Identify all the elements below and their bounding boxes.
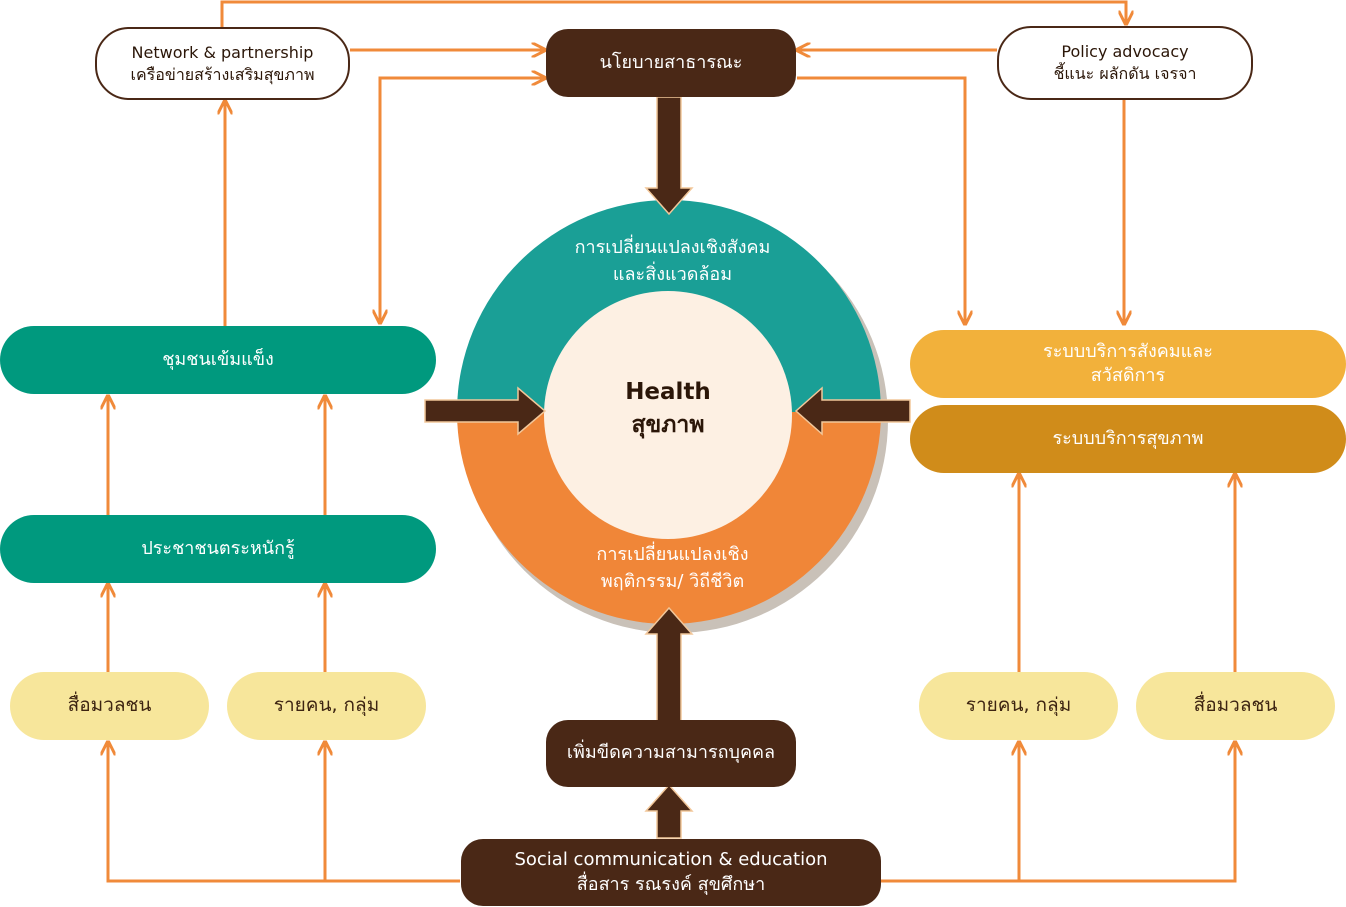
comm-en-label: Social communication & education <box>514 849 828 871</box>
social-change-line1: การเปลี่ยนแปลงเชิงสังคม <box>574 237 771 258</box>
public-policy-label: นโยบายสาธารณะ <box>599 51 743 73</box>
health-ring <box>457 200 888 633</box>
social-welfare-line2: สวัสดิการ <box>1090 365 1166 386</box>
connector-network-to-advocacy <box>220 0 1126 28</box>
connector-policy-welfare <box>797 76 965 324</box>
health-service-label: ระบบบริการสุขภาพ <box>1052 427 1204 449</box>
arrow-capacity-up <box>644 606 694 723</box>
connector-policy-community <box>380 78 545 323</box>
left-individual-group-box: รายคน, กลุ่ม <box>227 672 426 740</box>
health-title: Health สุขภาพ <box>568 376 768 443</box>
orange-connectors <box>108 0 1235 883</box>
arrow-left-in <box>424 386 547 436</box>
right-mass-media-label: สื่อมวลชน <box>1193 694 1278 717</box>
strong-community-label: ชุมชนเข้มแข็ง <box>162 348 274 370</box>
right-individual-group-box: รายคน, กลุ่ม <box>919 672 1118 740</box>
capacity-box: เพิ่มขีดความสามารถบุคคล <box>546 720 796 787</box>
behavior-change-label: การเปลี่ยนแปลงเชิง พฤติกรรม/ วิถีชีวิต <box>560 541 785 595</box>
brown-arrows <box>424 96 911 839</box>
policy-advocacy-box: Policy advocacy ชี้แนะ ผลักดัน เจรจา <box>997 26 1253 100</box>
social-change-label: การเปลี่ยนแปลงเชิงสังคม และสิ่งแวดล้อม <box>555 234 790 288</box>
arrow-right-in <box>794 386 911 436</box>
network-en-label: Network & partnership <box>131 42 314 62</box>
health-title-th: สุขภาพ <box>631 412 705 439</box>
left-individual-group-label: รายคน, กลุ่ม <box>273 694 380 717</box>
health-service-box: ระบบบริการสุขภาพ <box>910 405 1346 473</box>
health-core <box>544 291 792 539</box>
arrow-policy-down <box>644 96 694 216</box>
strong-community-box: ชุมชนเข้มแข็ง <box>0 326 436 394</box>
public-policy-box: นโยบายสาธารณะ <box>546 29 796 97</box>
behavior-change-line1: การเปลี่ยนแปลงเชิง <box>596 544 749 565</box>
network-partnership-box: Network & partnership เครือข่ายสร้างเสริ… <box>95 27 350 100</box>
network-th-label: เครือข่ายสร้างเสริมสุขภาพ <box>130 64 315 84</box>
connector-comm-left-media <box>108 742 460 883</box>
advocacy-th-label: ชี้แนะ ผลักดัน เจรจา <box>1053 64 1197 83</box>
behavior-change-line2: พฤติกรรม/ วิถีชีวิต <box>600 571 745 592</box>
connector-comm-right-media <box>880 742 1235 883</box>
capacity-label: เพิ่มขีดความสามารถบุคคล <box>566 742 776 764</box>
arrow-comm-up <box>644 783 694 839</box>
social-change-line2: และสิ่งแวดล้อม <box>612 264 733 285</box>
left-mass-media-label: สื่อมวลชน <box>67 694 152 717</box>
advocacy-en-label: Policy advocacy <box>1061 42 1189 62</box>
social-communication-box: Social communication & education สื่อสาร… <box>461 839 881 906</box>
right-individual-group-label: รายคน, กลุ่ม <box>965 694 1072 717</box>
social-welfare-line1: ระบบบริการสังคมและ <box>1043 340 1213 362</box>
comm-th-label: สื่อสาร รณรงค์ สุขศึกษา <box>576 873 766 895</box>
social-welfare-box: ระบบบริการสังคมและ สวัสดิการ <box>910 330 1346 398</box>
health-title-en: Health <box>625 379 711 405</box>
right-mass-media-box: สื่อมวลชน <box>1136 672 1335 740</box>
aware-people-box: ประชาชนตระหนักรู้ <box>0 515 436 583</box>
aware-people-label: ประชาชนตระหนักรู้ <box>141 537 295 559</box>
left-mass-media-box: สื่อมวลชน <box>10 672 209 740</box>
